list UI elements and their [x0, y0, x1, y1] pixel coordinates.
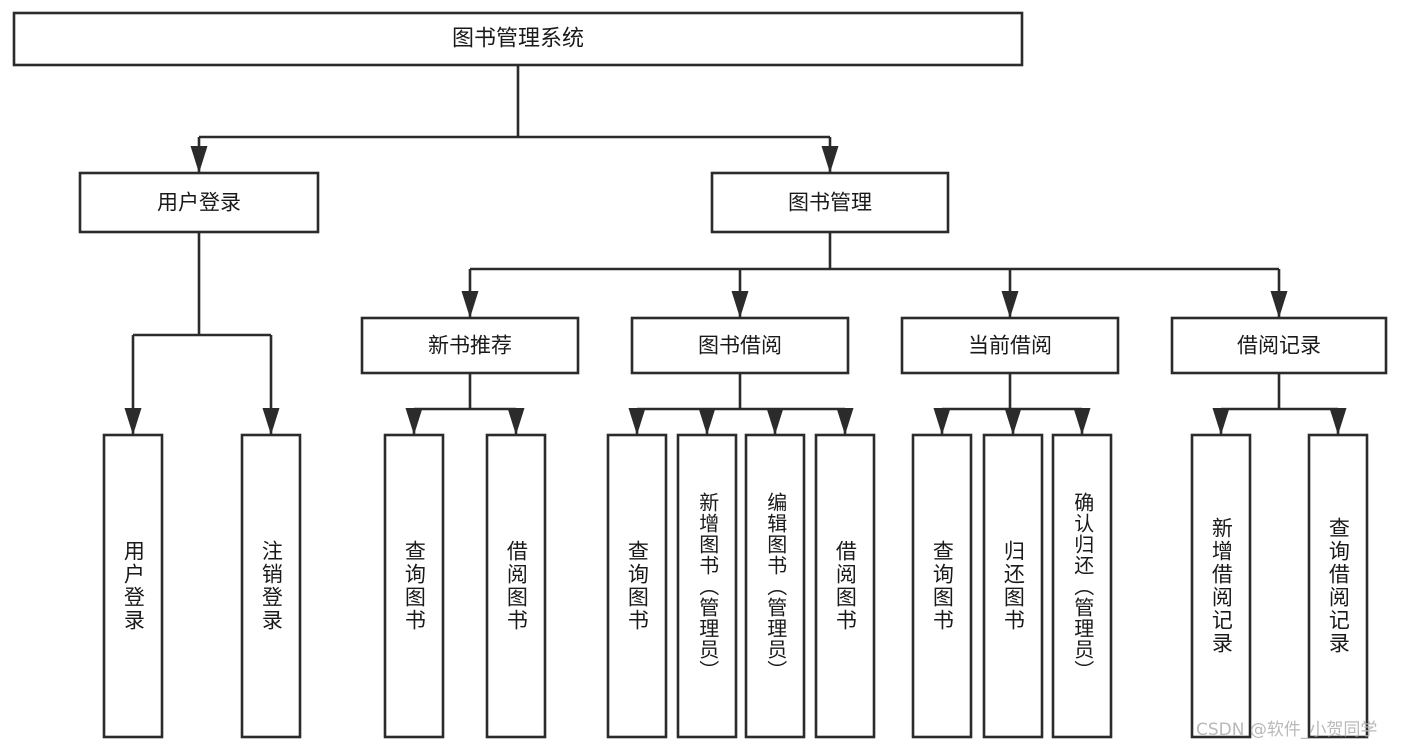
node-box-leaf-query-book-current[interactable]: [911, 433, 973, 739]
current-borrow-arrow-0: [933, 408, 951, 435]
node-box-leaf-query-book-borrow[interactable]: [606, 433, 668, 739]
node-leaf-borrow-book-recommend[interactable]: [485, 433, 547, 739]
watermark-text: CSDN @软件_小贺同学: [1196, 720, 1378, 740]
node-box-root[interactable]: [12, 11, 1024, 67]
node-new-book-recommend[interactable]: 新书推荐: [360, 316, 580, 375]
node-leaf-add-borrow-record[interactable]: [1190, 433, 1252, 739]
node-box-leaf-return-book[interactable]: [982, 433, 1044, 739]
node-box-current-borrow[interactable]: [900, 316, 1120, 375]
node-box-leaf-user-logout[interactable]: [240, 433, 302, 739]
node-label-book-borrow: 图书借阅: [698, 334, 782, 358]
node-label-current-borrow: 当前借阅: [968, 334, 1052, 358]
node-leaf-query-book-current[interactable]: [911, 433, 973, 739]
node-label-book-management: 图书管理: [788, 191, 872, 215]
node-borrow-record[interactable]: 借阅记录: [1170, 316, 1388, 375]
node-box-leaf-query-borrow-record[interactable]: [1307, 433, 1369, 739]
node-box-leaf-user-login[interactable]: [102, 433, 164, 739]
node-leaf-return-book[interactable]: [982, 433, 1044, 739]
node-book-management[interactable]: 图书管理: [710, 171, 950, 234]
book-borrow-arrow-2: [766, 408, 784, 435]
node-box-leaf-edit-book-admin[interactable]: [744, 433, 806, 739]
connectors-layer: [124, 65, 1347, 435]
book-management-arrow-0: [461, 291, 479, 318]
node-box-leaf-add-borrow-record[interactable]: [1190, 433, 1252, 739]
root-arrow-0: [190, 146, 208, 173]
node-leaf-query-book-borrow[interactable]: [606, 433, 668, 739]
node-leaf-query-borrow-record[interactable]: [1307, 433, 1369, 739]
node-box-book-management[interactable]: [710, 171, 950, 234]
user-login-arrow-1: [262, 408, 280, 435]
book-borrow-arrow-1: [698, 408, 716, 435]
root-arrow-1: [821, 146, 839, 173]
node-box-leaf-borrow-book-recommend[interactable]: [485, 433, 547, 739]
node-leaf-add-book-admin[interactable]: [676, 433, 738, 739]
node-current-borrow[interactable]: 当前借阅: [900, 316, 1120, 375]
node-box-user-login[interactable]: [78, 171, 320, 234]
node-box-borrow-record[interactable]: [1170, 316, 1388, 375]
borrow-record-arrow-1: [1329, 408, 1347, 435]
node-box-book-borrow[interactable]: [630, 316, 850, 375]
node-user-login[interactable]: 用户登录: [78, 171, 320, 234]
node-label-user-login: 用户登录: [157, 191, 241, 215]
node-leaf-user-login[interactable]: [102, 433, 164, 739]
new-book-recommend-arrow-1: [507, 408, 525, 435]
node-box-leaf-borrow-book[interactable]: [814, 433, 876, 739]
new-book-recommend-arrow-0: [405, 408, 423, 435]
user-login-arrow-0: [124, 408, 142, 435]
node-label-new-book-recommend: 新书推荐: [428, 334, 512, 358]
node-label-root: 图书管理系统: [452, 27, 584, 52]
book-management-arrow-3: [1270, 291, 1288, 318]
node-root[interactable]: 图书管理系统: [12, 11, 1024, 67]
book-management-arrow-1: [731, 291, 749, 318]
node-box-leaf-add-book-admin[interactable]: [676, 433, 738, 739]
node-label-borrow-record: 借阅记录: [1237, 334, 1321, 358]
current-borrow-arrow-2: [1073, 408, 1091, 435]
node-box-leaf-query-book-recommend[interactable]: [383, 433, 445, 739]
node-box-new-book-recommend[interactable]: [360, 316, 580, 375]
node-leaf-borrow-book[interactable]: [814, 433, 876, 739]
borrow-record-arrow-0: [1212, 408, 1230, 435]
node-leaf-confirm-return-admin[interactable]: [1051, 433, 1113, 739]
book-management-arrow-2: [1001, 291, 1019, 318]
node-leaf-query-book-recommend[interactable]: [383, 433, 445, 739]
node-book-borrow[interactable]: 图书借阅: [630, 316, 850, 375]
node-leaf-user-logout[interactable]: [240, 433, 302, 739]
node-leaf-edit-book-admin[interactable]: [744, 433, 806, 739]
node-box-leaf-confirm-return-admin[interactable]: [1051, 433, 1113, 739]
current-borrow-arrow-1: [1004, 408, 1022, 435]
book-borrow-arrow-0: [628, 408, 646, 435]
book-borrow-arrow-3: [836, 408, 854, 435]
